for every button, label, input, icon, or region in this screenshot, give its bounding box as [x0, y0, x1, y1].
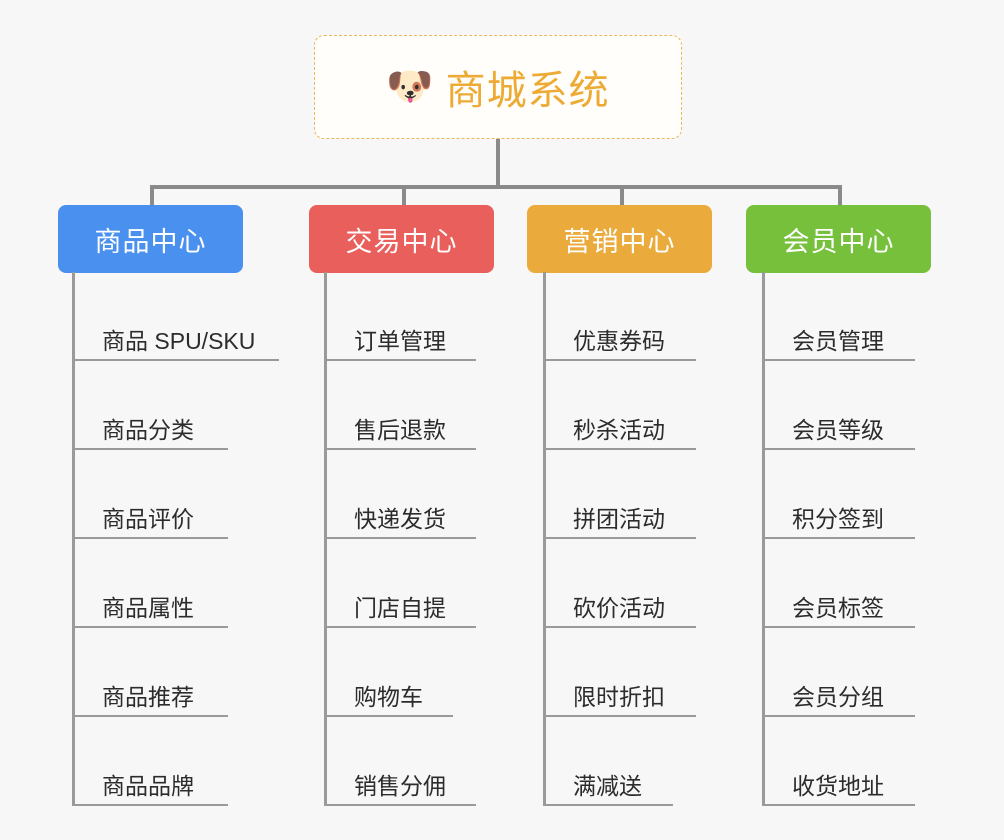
category-label: 商品中心	[94, 226, 207, 257]
leaf-item-label: 会员分组	[792, 683, 884, 710]
leaf-item-label: 商品品牌	[102, 772, 194, 799]
root-node[interactable]: 🐶 商城系统	[314, 35, 682, 139]
leaf-item[interactable]: 收货地址	[762, 717, 915, 806]
leaf-item-label: 收货地址	[792, 772, 884, 799]
leaf-item-label: 秒杀活动	[573, 416, 665, 443]
leaf-item-label: 门店自提	[354, 594, 446, 621]
leaf-item[interactable]: 会员等级	[762, 361, 915, 450]
category-box-trade-center[interactable]: 交易中心	[309, 205, 494, 273]
leaf-item-label: 商品 SPU/SKU	[102, 327, 256, 354]
leaf-item[interactable]: 销售分佣	[324, 717, 476, 806]
leaf-item-label: 售后退款	[354, 416, 446, 443]
leaf-spine	[762, 272, 765, 806]
leaf-item-label: 快递发货	[354, 505, 446, 532]
connector-drop-product	[150, 185, 154, 207]
category-label: 会员中心	[782, 226, 895, 257]
connector-drop-member	[838, 185, 842, 207]
leaf-item-label: 购物车	[354, 683, 423, 710]
leaf-item-label: 销售分佣	[354, 772, 446, 799]
leaf-item[interactable]: 满减送	[543, 717, 673, 806]
leaf-item[interactable]: 秒杀活动	[543, 361, 696, 450]
leaf-item[interactable]: 会员管理	[762, 272, 915, 361]
leaf-item[interactable]: 拼团活动	[543, 450, 696, 539]
leaf-item[interactable]: 售后退款	[324, 361, 476, 450]
leaf-item-label: 拼团活动	[573, 505, 665, 532]
leaf-item-label: 砍价活动	[573, 594, 665, 621]
connector-drop-marketing	[620, 185, 624, 207]
connector-horizontal-bus	[150, 185, 840, 189]
leaf-item-label: 会员等级	[792, 416, 884, 443]
leaf-item[interactable]: 限时折扣	[543, 628, 696, 717]
leaf-item[interactable]: 购物车	[324, 628, 453, 717]
leaf-item[interactable]: 商品推荐	[72, 628, 228, 717]
leaf-item-label: 商品属性	[102, 594, 194, 621]
leaf-item[interactable]: 优惠券码	[543, 272, 696, 361]
leaf-item[interactable]: 商品评价	[72, 450, 228, 539]
leaf-item[interactable]: 会员分组	[762, 628, 915, 717]
leaf-item[interactable]: 门店自提	[324, 539, 476, 628]
leaf-item-label: 商品推荐	[102, 683, 194, 710]
leaf-item-label: 积分签到	[792, 505, 884, 532]
leaf-spine	[543, 272, 546, 806]
leaf-item[interactable]: 商品 SPU/SKU	[72, 272, 279, 361]
leaf-item-label: 限时折扣	[573, 683, 665, 710]
leaf-item[interactable]: 商品分类	[72, 361, 228, 450]
leaf-item-label: 满减送	[573, 772, 642, 799]
leaf-item-label: 会员管理	[792, 327, 884, 354]
category-box-member-center[interactable]: 会员中心	[746, 205, 931, 273]
category-label: 交易中心	[345, 226, 458, 257]
leaf-item[interactable]: 会员标签	[762, 539, 915, 628]
category-box-product-center[interactable]: 商品中心	[58, 205, 243, 273]
leaf-spine	[324, 272, 327, 806]
leaf-item-label: 优惠券码	[573, 327, 665, 354]
leaf-item[interactable]: 商品属性	[72, 539, 228, 628]
dog-face-icon: 🐶	[386, 66, 434, 108]
leaf-item[interactable]: 砍价活动	[543, 539, 696, 628]
connector-drop-trade	[402, 185, 406, 207]
connector-root-stem	[496, 139, 500, 187]
leaf-item-label: 订单管理	[354, 327, 446, 354]
leaf-item[interactable]: 订单管理	[324, 272, 476, 361]
category-label: 营销中心	[563, 226, 676, 257]
leaf-item-label: 商品评价	[102, 505, 194, 532]
leaf-item-label: 会员标签	[792, 594, 884, 621]
category-box-marketing-center[interactable]: 营销中心	[527, 205, 712, 273]
leaf-item[interactable]: 商品品牌	[72, 717, 228, 806]
leaf-item-label: 商品分类	[102, 416, 194, 443]
leaf-item[interactable]: 快递发货	[324, 450, 476, 539]
leaf-item[interactable]: 积分签到	[762, 450, 915, 539]
root-title: 商城系统	[445, 69, 610, 113]
leaf-spine	[72, 272, 75, 806]
